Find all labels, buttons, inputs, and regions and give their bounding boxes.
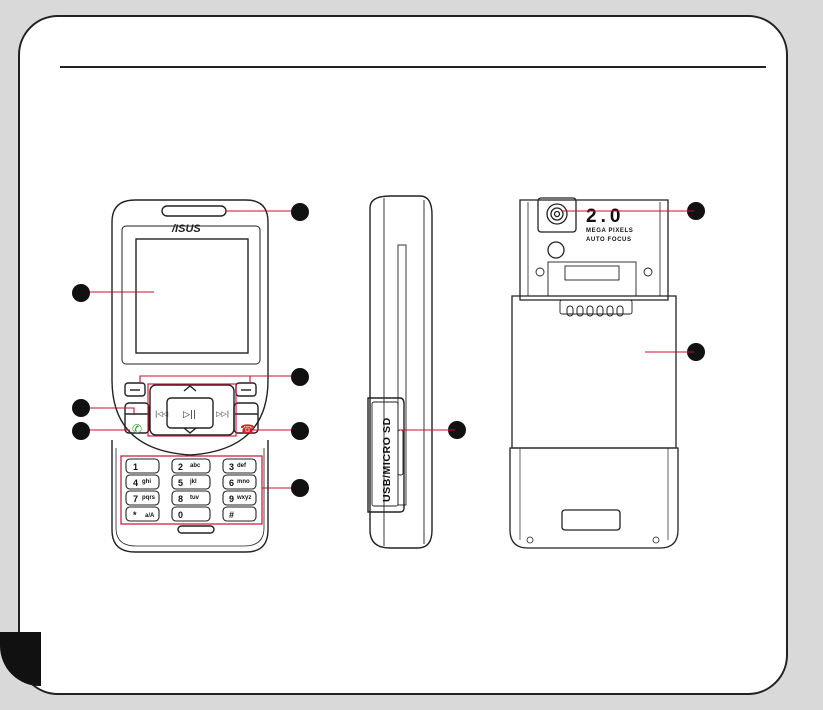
camera-autofocus-label: AUTO FOCUS (586, 237, 632, 243)
usb-micro-sd-label: USB/MICRO SD (381, 417, 393, 502)
camera-megapixel-label: MEGA PIXELS (586, 228, 633, 234)
front-callout-lines (82, 211, 298, 488)
key-2: 2 (178, 462, 183, 472)
key-3: 3 (229, 462, 234, 472)
key-4-letters: ghi (142, 479, 151, 485)
key-0: 0 (178, 510, 183, 520)
svg-text:|◁◁: |◁◁ (155, 410, 169, 418)
call-icon: ✆ (132, 422, 142, 436)
key-7-letters: pqrs (142, 495, 156, 501)
svg-text:▷▷|: ▷▷| (216, 410, 229, 418)
keypad: 1 2 3 4 5 6 7 8 9 * 0 # abc def ghi jkl … (121, 456, 262, 524)
key-6-letters: mno (237, 479, 250, 485)
key-9-letters: wxyz (236, 495, 251, 501)
camera-megapixel-value: 2.0 (586, 206, 624, 227)
back-view (510, 198, 678, 548)
key-7: 7 (133, 494, 138, 504)
key-4: 4 (133, 478, 138, 488)
svg-text:▷||: ▷|| (183, 410, 196, 420)
key-2-letters: abc (190, 463, 201, 469)
key-8-letters: tuv (190, 495, 200, 501)
key-6: 6 (229, 478, 234, 488)
key-5: 5 (178, 478, 183, 488)
key-hash: # (229, 510, 234, 520)
key-star: * (133, 510, 137, 520)
key-star-letters: a/A (145, 513, 155, 519)
asus-logo: /ISUS (171, 223, 201, 235)
end-call-icon: ☎ (240, 422, 255, 436)
key-5-letters: jkl (189, 479, 197, 485)
key-1: 1 (133, 462, 138, 472)
key-3-letters: def (237, 463, 247, 469)
key-8: 8 (178, 494, 183, 504)
side-view: USB/MICRO SD (368, 196, 432, 548)
key-9: 9 (229, 494, 234, 504)
